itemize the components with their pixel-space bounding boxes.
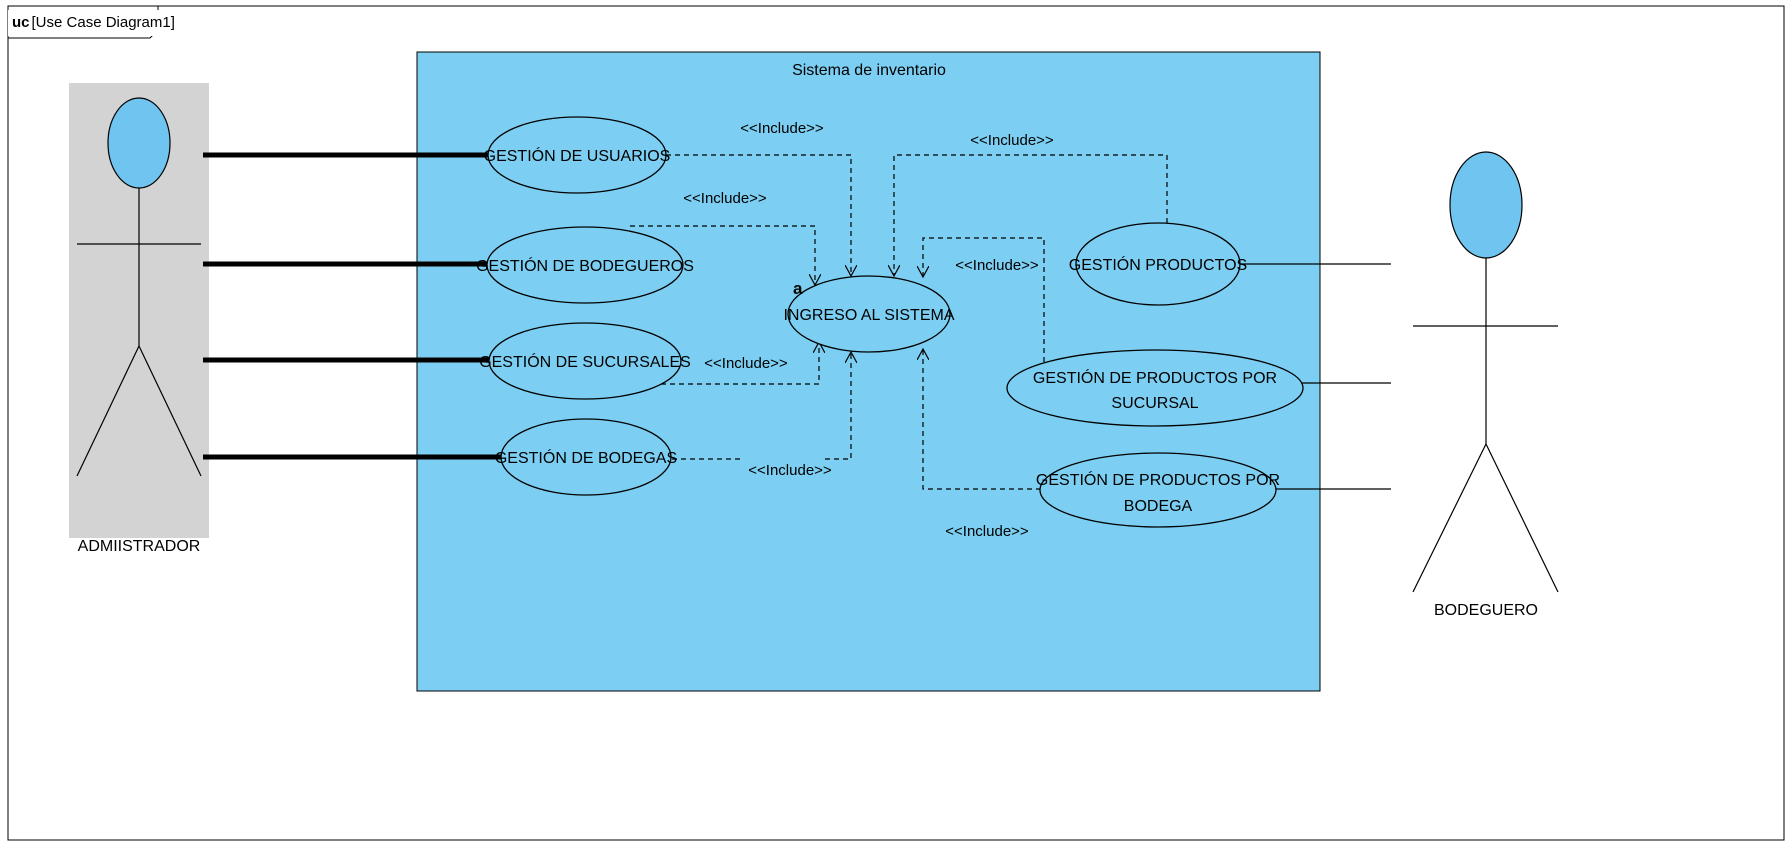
include-label: <<Include>> — [748, 462, 832, 479]
include-label: <<Include>> — [704, 355, 788, 372]
use-case-gestion-productos-por-sucursal[interactable]: GESTIÓN DE PRODUCTOS POR SUCURSAL — [1006, 349, 1304, 427]
include-bodegueros-ingreso[interactable] — [630, 225, 815, 285]
actor-right-leg — [138, 345, 202, 477]
use-case-label: GESTIÓN DE BODEGAS — [495, 448, 677, 467]
include-label: <<Include>> — [945, 523, 1029, 540]
actor-head — [1449, 151, 1523, 259]
use-case-gestion-productos[interactable]: GESTIÓN PRODUCTOS — [1069, 222, 1247, 306]
actor-bodeguero[interactable]: BODEGUERO — [1412, 151, 1559, 619]
include-label: <<Include>> — [955, 257, 1039, 274]
actor-head — [107, 97, 171, 189]
include-label: <<Include>> — [970, 132, 1054, 149]
use-case-label-line1: GESTIÓN DE PRODUCTOS POR — [1033, 368, 1277, 387]
use-case-gestion-sucursales[interactable]: GESTIÓN DE SUCURSALES — [479, 322, 691, 400]
actor-name: BODEGUERO — [1434, 602, 1538, 619]
use-case-gestion-productos-por-bodega[interactable]: GESTIÓN DE PRODUCTOS POR BODEGA — [1036, 452, 1280, 528]
frame-name: [Use Case Diagram1] — [31, 14, 175, 31]
use-case-gestion-usuarios[interactable]: GESTIÓN DE USUARIOS — [484, 116, 671, 194]
use-case-label-line2: BODEGA — [1124, 498, 1193, 515]
actor-left-leg — [1412, 443, 1487, 593]
actor-name: ADMIISTRADOR — [78, 538, 201, 555]
actor-administrador[interactable]: ADMIISTRADOR — [69, 83, 209, 555]
frame-kind: uc — [12, 14, 30, 31]
system-name: Sistema de inventario — [792, 62, 946, 79]
include-usuarios-ingreso[interactable] — [666, 154, 851, 276]
use-case-label: GESTIÓN DE USUARIOS — [484, 146, 671, 165]
use-case-label-line1: GESTIÓN DE PRODUCTOS POR — [1036, 470, 1280, 489]
include-prod-bodega-ingreso[interactable] — [923, 349, 1041, 490]
actor-right-leg — [1485, 443, 1559, 593]
use-case-label-line2: SUCURSAL — [1111, 395, 1198, 412]
use-case-gestion-bodegas[interactable]: GESTIÓN DE BODEGAS — [495, 418, 677, 496]
use-case-marker: a — [793, 279, 803, 298]
use-case-ingreso-al-sistema[interactable]: INGRESO AL SISTEMA a — [783, 275, 955, 353]
use-case-label: GESTIÓN PRODUCTOS — [1069, 255, 1247, 274]
use-case-label: GESTIÓN DE SUCURSALES — [479, 352, 691, 371]
include-sucursales-ingreso[interactable] — [661, 342, 819, 385]
actor-left-leg — [76, 345, 140, 477]
include-label: <<Include>> — [683, 190, 767, 207]
use-case-label: INGRESO AL SISTEMA — [783, 307, 954, 324]
include-label: <<Include>> — [740, 120, 824, 137]
use-case-gestion-bodegueros[interactable]: GESTIÓN DE BODEGUEROS — [476, 226, 694, 304]
diagram-frame-label: uc[Use Case Diagram1] — [8, 10, 181, 36]
include-prod-sucursal-ingreso[interactable] — [923, 237, 1045, 362]
use-case-label: GESTIÓN DE BODEGUEROS — [476, 256, 694, 275]
